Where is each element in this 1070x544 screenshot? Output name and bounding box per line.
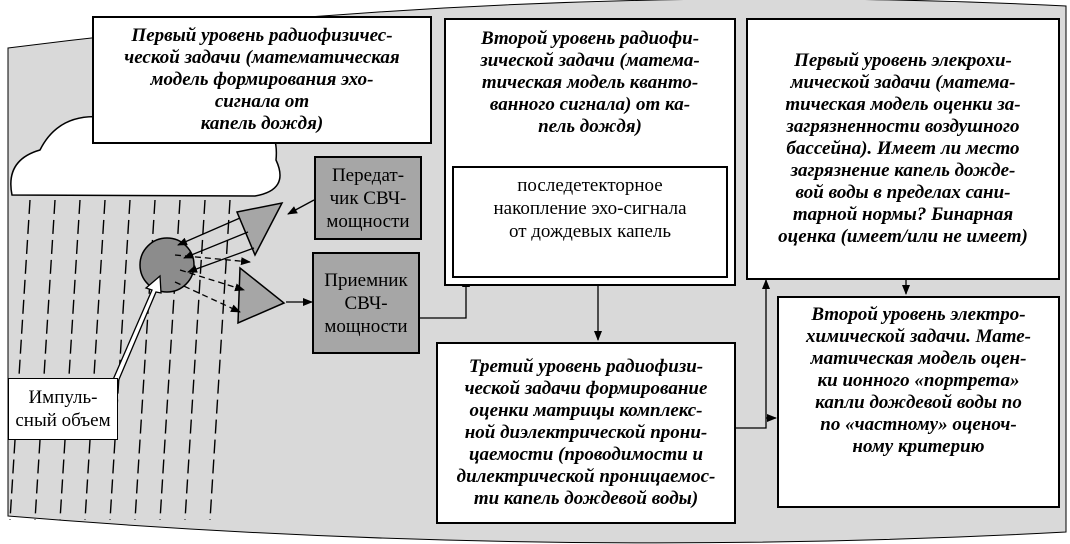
level3-radio-box: Третий уровень радиофизи- ческой задачи … xyxy=(436,342,736,524)
level2-electro-box: Второй уровень электро- химической задач… xyxy=(777,296,1060,508)
receiver-box: Приемник СВЧ- мощности xyxy=(312,252,420,354)
level1-radio-box: Первый уровень радиофизичес- ческой зада… xyxy=(92,16,432,144)
accumulation-box: последетекторное накопление эхо-сигнала … xyxy=(452,166,728,278)
echo-rays xyxy=(174,254,251,313)
transmitter-box: Передат- чик СВЧ- мощности xyxy=(314,156,422,240)
level1-electro-box: Первый уровень элекрохи- мической задачи… xyxy=(746,18,1060,280)
transmit-rays xyxy=(177,217,255,273)
receiver-antenna xyxy=(237,266,286,325)
pulse-volume-sphere xyxy=(139,237,195,293)
level3-to-electro-arrow xyxy=(735,279,770,429)
level2-radio-text: Второй уровень радиофи- зической задачи … xyxy=(480,28,700,137)
transmitter-to-antenna-arrow xyxy=(287,199,315,215)
receiver-to-accumulation-arrow xyxy=(420,277,470,319)
pulse-volume-label: Импуль- сный объем xyxy=(8,378,118,440)
pulse-volume-pointer xyxy=(111,274,162,385)
rain-lines xyxy=(9,199,231,521)
